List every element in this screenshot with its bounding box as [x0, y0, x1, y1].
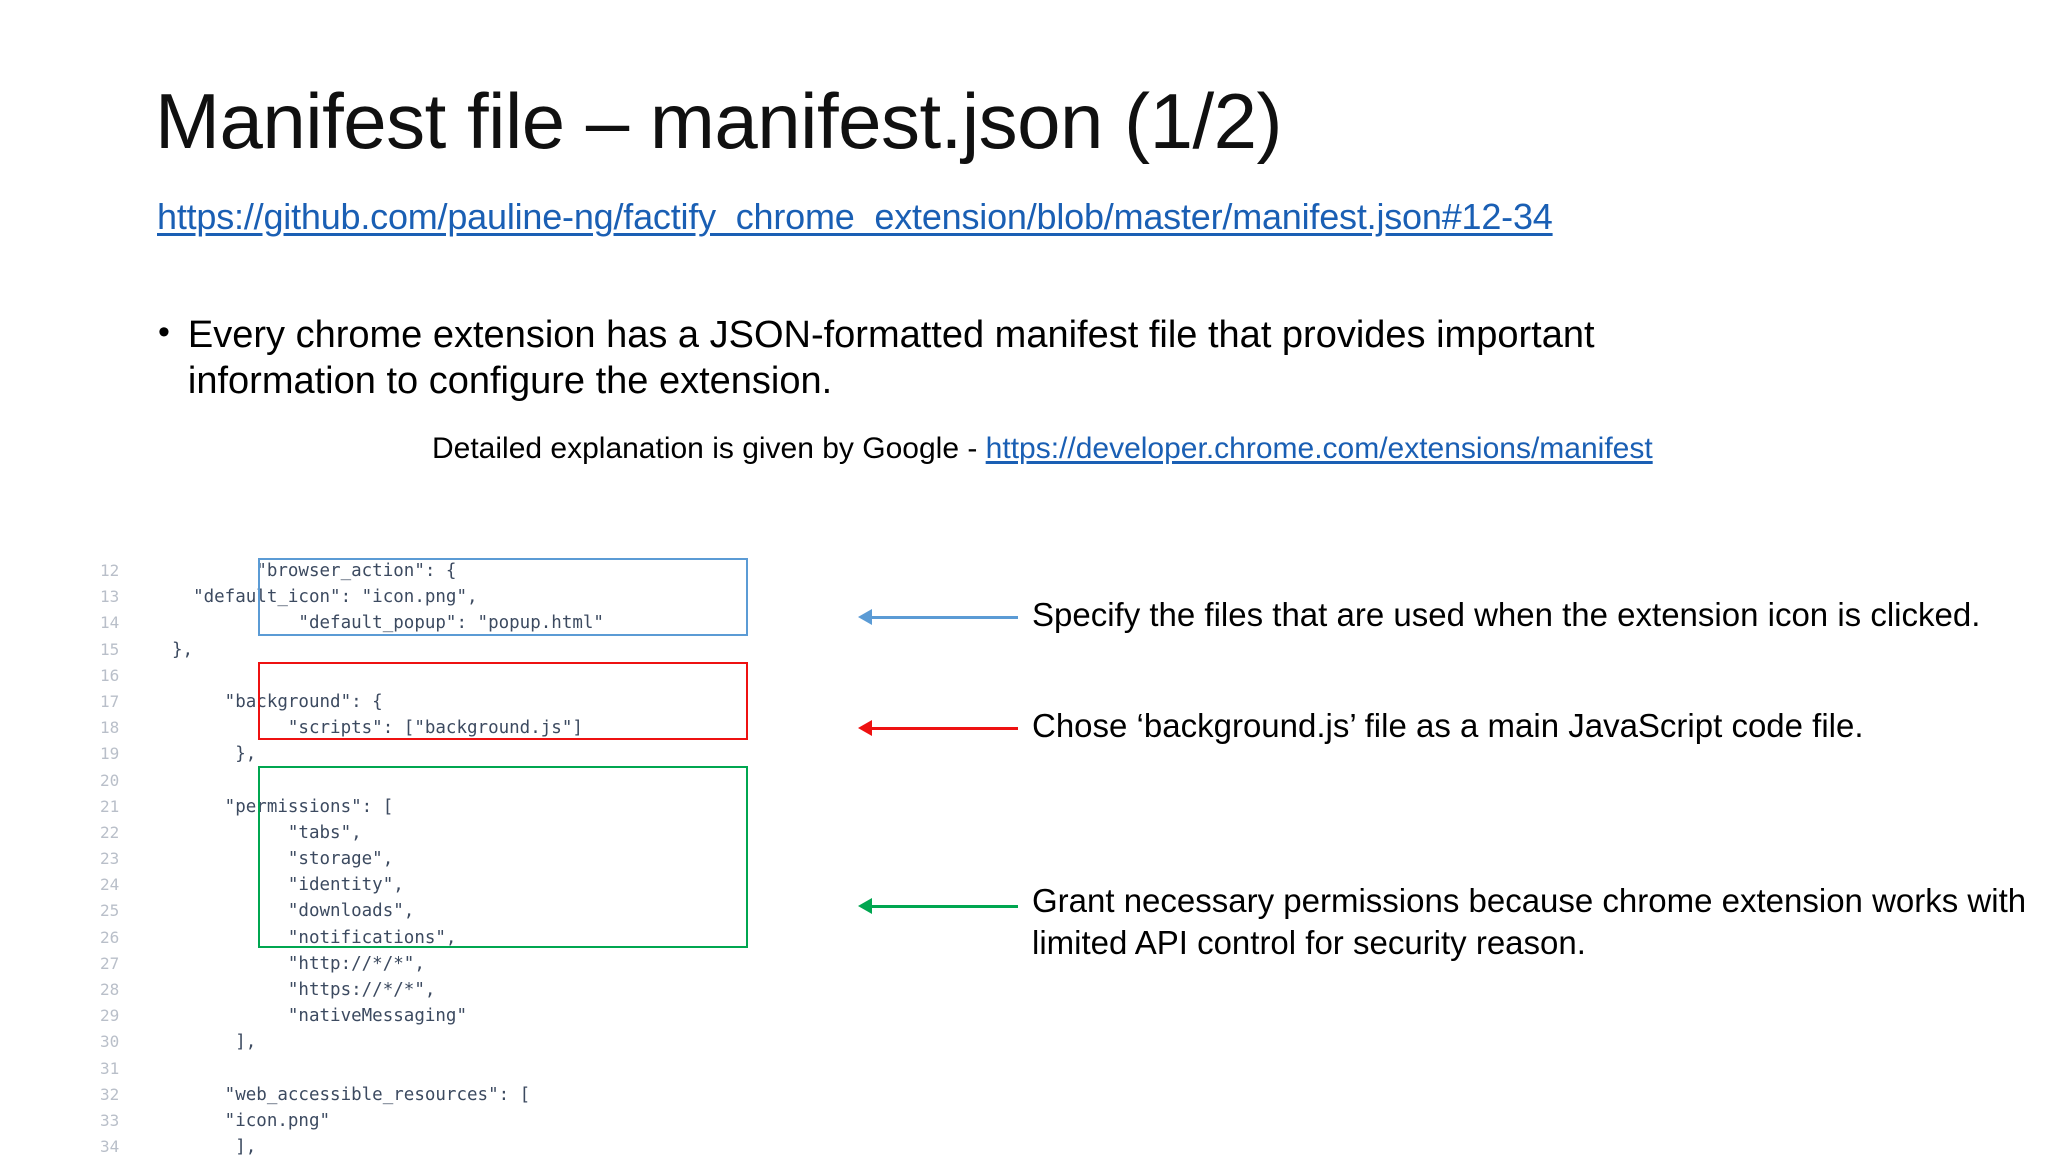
arrow-icon-background: [858, 716, 1018, 740]
code-line-number: 24: [100, 875, 120, 895]
code-line-text: "tabs",: [172, 822, 362, 843]
code-line-text: "storage",: [172, 849, 394, 870]
code-line-number: 27: [100, 953, 120, 973]
code-lines-container: 12 "browser_action": {13 "default_icon":…: [100, 558, 860, 1160]
arrow-head-icon: [858, 720, 872, 736]
code-line-text: ],: [172, 1032, 257, 1053]
code-line-number: 23: [100, 849, 120, 869]
code-line-number: 22: [100, 822, 120, 842]
code-line-number: 12: [100, 561, 120, 580]
code-line-number: 14: [100, 613, 120, 633]
code-line: 27 "http://*/*",: [100, 951, 860, 977]
code-line: 29 "nativeMessaging": [100, 1003, 860, 1029]
page-title: Manifest file – manifest.json (1/2): [155, 77, 1282, 165]
arrow-head-icon: [858, 609, 872, 625]
code-line: 19 },: [100, 741, 860, 767]
code-line: 30 ],: [100, 1029, 860, 1055]
code-line-text: "nativeMessaging": [172, 1006, 468, 1027]
code-line-number: 32: [100, 1084, 120, 1104]
code-line-text: },: [172, 639, 194, 660]
subnote-prefix-label: Detailed explanation is given by Google …: [432, 432, 986, 465]
code-line: 28 "https://*/*",: [100, 977, 860, 1003]
code-line-text: "https://*/*",: [172, 980, 436, 1000]
code-line: 24 "identity",: [100, 872, 860, 898]
bullet-item-label: Every chrome extension has a JSON-format…: [187, 314, 1595, 403]
code-line-text: "http://*/*",: [172, 953, 425, 974]
code-line-number: 19: [100, 744, 120, 764]
code-line: 25 "downloads",: [100, 898, 860, 924]
annotation-text-permissions: Grant necessary permissions because chro…: [1032, 882, 2027, 962]
arrow-icon-permissions: [858, 894, 1018, 918]
code-line-number: 16: [100, 665, 120, 685]
arrow-line: [870, 616, 1018, 619]
code-line-text: "downloads",: [172, 901, 415, 922]
code-line: 21 "permissions": [: [100, 794, 860, 820]
arrow-line: [870, 727, 1018, 730]
google-docs-link[interactable]: https://developer.chrome.com/extensions/…: [985, 432, 1653, 465]
code-line-text: "notifications",: [172, 927, 457, 948]
code-line-number: 31: [100, 1058, 120, 1078]
code-line: 20: [100, 768, 860, 794]
code-line: 34 ],: [100, 1134, 860, 1160]
code-line: 16: [100, 663, 860, 689]
code-line-number: 18: [100, 718, 120, 738]
arrow-line: [870, 905, 1018, 908]
code-line-number: 21: [100, 796, 120, 816]
code-line: 26 "notifications",: [100, 925, 860, 951]
code-line-text: ],: [172, 1137, 257, 1158]
code-line-number: 15: [100, 639, 120, 659]
code-line: 22 "tabs",: [100, 820, 860, 846]
code-line-text: "browser_action": {: [172, 561, 457, 581]
code-line: 31: [100, 1056, 860, 1082]
code-line: 18 "scripts": ["background.js"]: [100, 715, 860, 741]
code-line-number: 17: [100, 691, 120, 711]
code-line-number: 29: [100, 1006, 120, 1026]
code-line-number: 25: [100, 901, 120, 921]
code-line-text: "identity",: [172, 875, 404, 896]
arrow-head-icon: [858, 898, 872, 914]
subnote-line: Detailed explanation is given by Google …: [432, 432, 1653, 466]
code-line-number: 33: [100, 1110, 120, 1130]
code-line: 13 "default_icon": "icon.png",: [100, 584, 860, 610]
code-line-number: 34: [100, 1137, 120, 1157]
code-line-number: 26: [100, 927, 120, 947]
code-line: 12 "browser_action": {: [100, 558, 860, 584]
bullet-marker-icon: •: [158, 313, 170, 351]
code-line-text: },: [172, 744, 257, 765]
code-line-text: "scripts": ["background.js"]: [172, 718, 583, 739]
code-line-text: "background": {: [172, 691, 383, 712]
source-url-link[interactable]: https://github.com/pauline-ng/factify_ch…: [157, 196, 1553, 237]
code-line-text: "permissions": [: [172, 796, 394, 817]
code-line: 15},: [100, 637, 860, 663]
code-listing: 12 "browser_action": {13 "default_icon":…: [100, 558, 860, 1157]
code-line-number: 30: [100, 1032, 120, 1052]
code-line: 32 "web_accessible_resources": [: [100, 1082, 860, 1108]
bullet-list-item: • Every chrome extension has a JSON-form…: [158, 312, 1718, 405]
arrow-icon-browser-action: [858, 605, 1018, 629]
annotation-text-browser-action: Specify the files that are used when the…: [1032, 596, 1981, 633]
code-line-text: "default_icon": "icon.png",: [172, 587, 478, 608]
code-line-text: "default_popup": "popup.html": [172, 613, 604, 634]
code-line-number: 20: [100, 770, 120, 790]
code-line-number: 13: [100, 587, 120, 607]
code-line: 33 "icon.png": [100, 1108, 860, 1134]
code-line-text: "web_accessible_resources": [: [172, 1084, 531, 1105]
code-line-number: 28: [100, 980, 120, 999]
code-line: 17 "background": {: [100, 689, 860, 715]
code-line: 14 "default_popup": "popup.html": [100, 610, 860, 636]
annotation-text-background: Chose ‘background.js’ file as a main Jav…: [1032, 707, 1864, 744]
code-line: 23 "storage",: [100, 846, 860, 872]
code-line-text: "icon.png": [172, 1110, 331, 1131]
